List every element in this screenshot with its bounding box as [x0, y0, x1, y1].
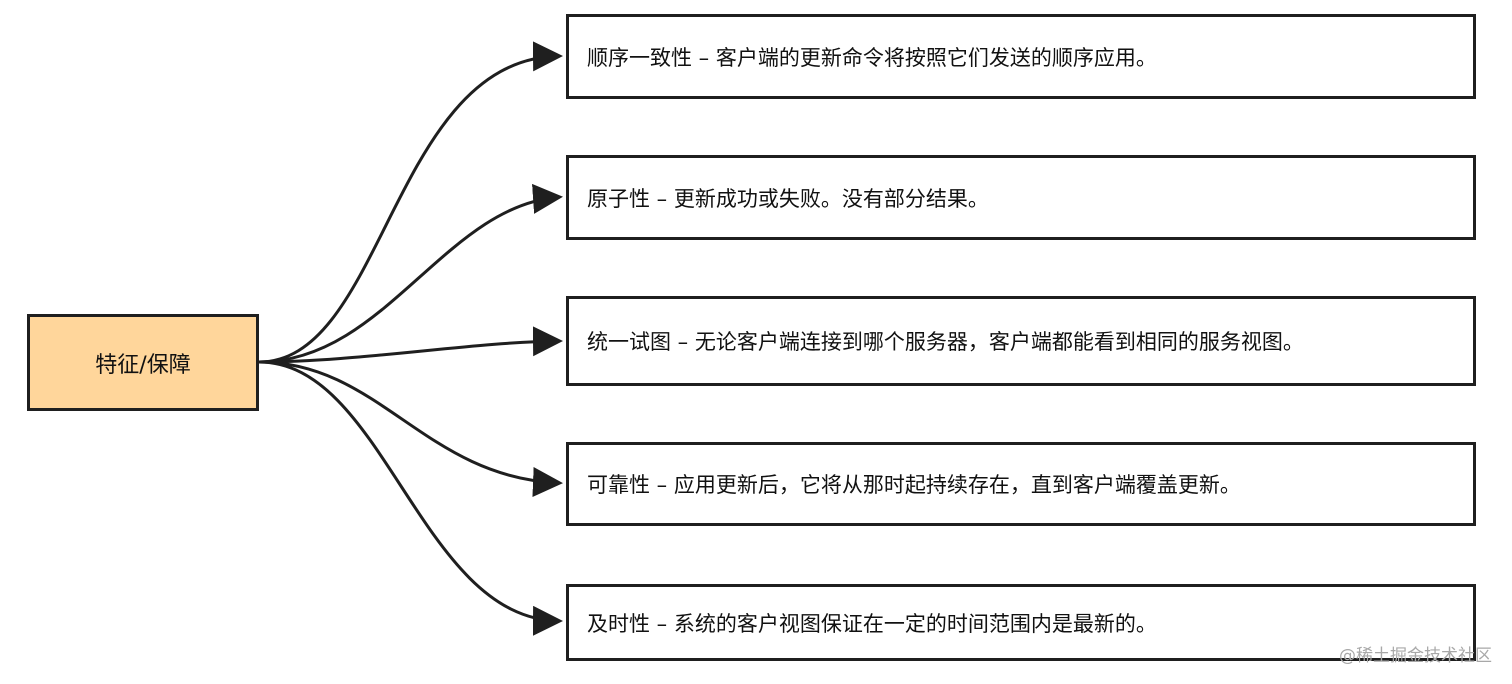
- connector-arrow-3: [258, 360, 563, 497]
- leaf-node-reliability: 可靠性 – 应用更新后，它将从那时起持续存在，直到客户端覆盖更新。: [566, 442, 1476, 526]
- leaf-node-sequential-consistency: 顺序一致性 – 客户端的更新命令将按照它们发送的顺序应用。: [566, 14, 1476, 99]
- leaf-node-atomicity: 原子性 – 更新成功或失败。没有部分结果。: [566, 155, 1476, 240]
- leaf-node-timeliness: 及时性 – 系统的客户视图保证在一定的时间范围内是最新的。: [566, 584, 1476, 661]
- leaf-node-text: 顺序一致性 – 客户端的更新命令将按照它们发送的顺序应用。: [587, 45, 1157, 70]
- leaf-node-text: 及时性 – 系统的客户视图保证在一定的时间范围内是最新的。: [587, 611, 1157, 636]
- leaf-node-single-system-image: 统一试图 – 无论客户端连接到哪个服务器，客户端都能看到相同的服务视图。: [566, 296, 1476, 386]
- root-node: 特征/保障: [27, 314, 259, 411]
- watermark-text: @稀土掘金技术社区: [1339, 646, 1492, 666]
- leaf-node-text: 统一试图 – 无论客户端连接到哪个服务器，客户端都能看到相同的服务视图。: [587, 330, 1304, 354]
- connector-arrow-0: [258, 41, 563, 364]
- connector-arrow-4: [258, 360, 563, 636]
- connector-arrow-1: [258, 183, 563, 364]
- leaf-node-text: 原子性 – 更新成功或失败。没有部分结果。: [587, 186, 989, 211]
- leaf-node-text: 可靠性 – 应用更新后，它将从那时起持续存在，直到客户端覆盖更新。: [587, 473, 1241, 497]
- connector-arrow-2: [258, 326, 563, 364]
- root-node-label: 特征/保障: [95, 352, 191, 378]
